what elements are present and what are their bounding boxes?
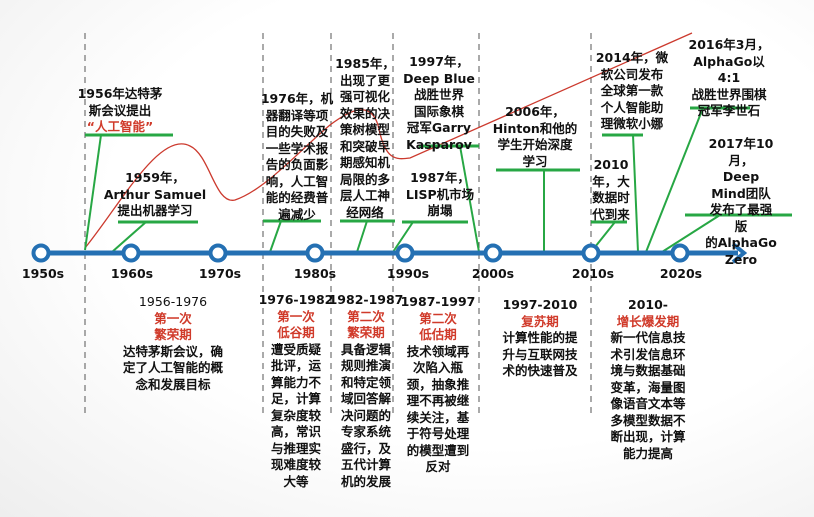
period-desc: 新一代信息技 术引发信息环 境与数据基础 变革，海量图 像语音文本等 多模型数据…: [610, 330, 686, 461]
event-1985: 1985年， 出现了更 强可视化 效果的决 策树模型 和突破早 期感知机 局限的…: [335, 56, 395, 220]
event-2010: 2010 年，大 数据时 代到来: [592, 157, 630, 222]
period-desc: 技术领域再 次陷入瓶 颈，抽象推 理不再被继 续关注，基 于符号处理 的模型遭到…: [406, 343, 470, 475]
decade-markers: [31, 243, 690, 263]
event-text: 1956年达特茅 斯会议提出: [77, 86, 163, 118]
event-1959: 1959年， Arthur Samuel 提出机器学习: [103, 170, 207, 218]
period-years: 1997-2010: [502, 297, 578, 312]
period-name: 第二次 低估期: [419, 310, 457, 343]
period-desc: 具备逻辑 规则推演 和特定领 域回答解 决问题的 专家系统 盛行，及 五代计算 …: [340, 341, 391, 489]
axis-label: 1990s: [386, 266, 430, 281]
event-connectors: [84, 106, 792, 253]
event-highlight: “人工智能”: [86, 119, 154, 134]
period-years: 1982-1987: [328, 292, 404, 307]
period-name: 增长爆发期: [616, 313, 680, 329]
period-desc: 计算性能的提 升与互联网技 术的快速普及: [502, 330, 578, 378]
period-years: 2010-: [628, 297, 668, 312]
axis-label: 1950s: [21, 266, 65, 281]
axis-label: 1980s: [293, 266, 337, 281]
period-name: 第一次 繁荣期: [154, 310, 192, 343]
period-name: 复苏期: [521, 313, 559, 329]
event-1997: 1997年， Deep Blue 战胜世界 国际象棋 冠军Garry Kaspa…: [403, 54, 475, 152]
axis-label: 2000s: [471, 266, 515, 281]
development-curve: [84, 32, 693, 249]
axis-label: 2010s: [571, 266, 615, 281]
period-dividers: [84, 33, 592, 415]
event-2014: 2014年，微 软公司发布 全球第一款 个人智能助 理微软小娜: [595, 50, 669, 131]
event-2016: 2016年3月， AlphaGo以4:1 战胜世界围棋 冠军李世石: [688, 37, 770, 118]
period-years: 1956-1976: [138, 294, 208, 309]
period-years: 1976-1982: [258, 292, 334, 307]
axis-label: 1960s: [110, 266, 154, 281]
period-name: 第二次 繁荣期: [347, 308, 385, 341]
period-2010: 2010-增长爆发期新一代信息技 术引发信息环 境与数据基础 变革，海量图 像语…: [610, 297, 685, 462]
event-1956: 1956年达特茅 斯会议提出“人工智能”: [78, 86, 163, 136]
event-2006: 2006年， Hinton和他的 学生开始深度 学习: [492, 104, 578, 169]
period-name: 第一次 低谷期: [277, 308, 315, 341]
event-2017: 2017年10月， Deep Mind团队 发布了最强版 的AlphaGo Ze…: [705, 136, 777, 267]
axis-label: 2020s: [659, 266, 703, 281]
period-years: 1987-1997: [400, 294, 476, 309]
period-desc: 遭受质疑 批评，运 算能力不 足，计算 复杂度较 高，常识 与推理实 现难度较 …: [270, 341, 321, 489]
axis-label: 1970s: [198, 266, 242, 281]
event-1987: 1987年， LISP机市场 崩塌: [405, 170, 475, 218]
period-desc: 达特茅斯会议，确 定了人工智能的概 念和发展目标: [122, 343, 224, 392]
event-1976: 1976年，机 器翻译等项 目的失败及 一些学术报 告的负面影 响，人工智 能的…: [260, 91, 334, 222]
axis-arrow-icon: [731, 242, 748, 264]
